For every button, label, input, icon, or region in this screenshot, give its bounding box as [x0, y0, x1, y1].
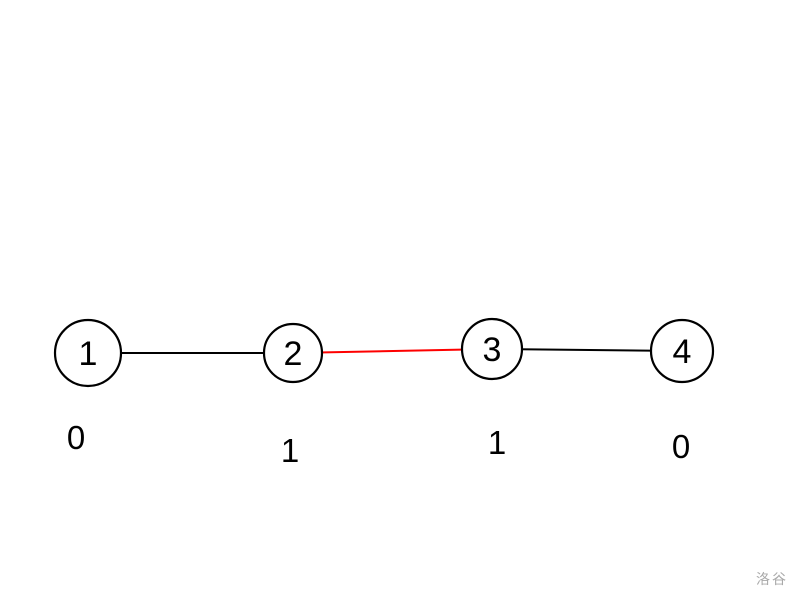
node-value-label-4: 0 [672, 428, 690, 465]
luogu-watermark: 洛谷 [756, 571, 788, 587]
node-circle-1 [53, 318, 123, 388]
node-value-label-1: 0 [67, 419, 85, 456]
node-value-label-3: 1 [488, 424, 506, 461]
edge-2-3 [292, 348, 493, 354]
node-label-1: 1 [79, 335, 98, 373]
node-label-4: 4 [673, 333, 692, 371]
node-label-3: 3 [483, 331, 502, 369]
node-value-label-2: 1 [281, 432, 299, 469]
node-circle-4 [649, 318, 715, 384]
node-label-2: 2 [284, 335, 303, 373]
node-circle-2 [262, 322, 324, 384]
node-circle-3 [460, 317, 524, 381]
